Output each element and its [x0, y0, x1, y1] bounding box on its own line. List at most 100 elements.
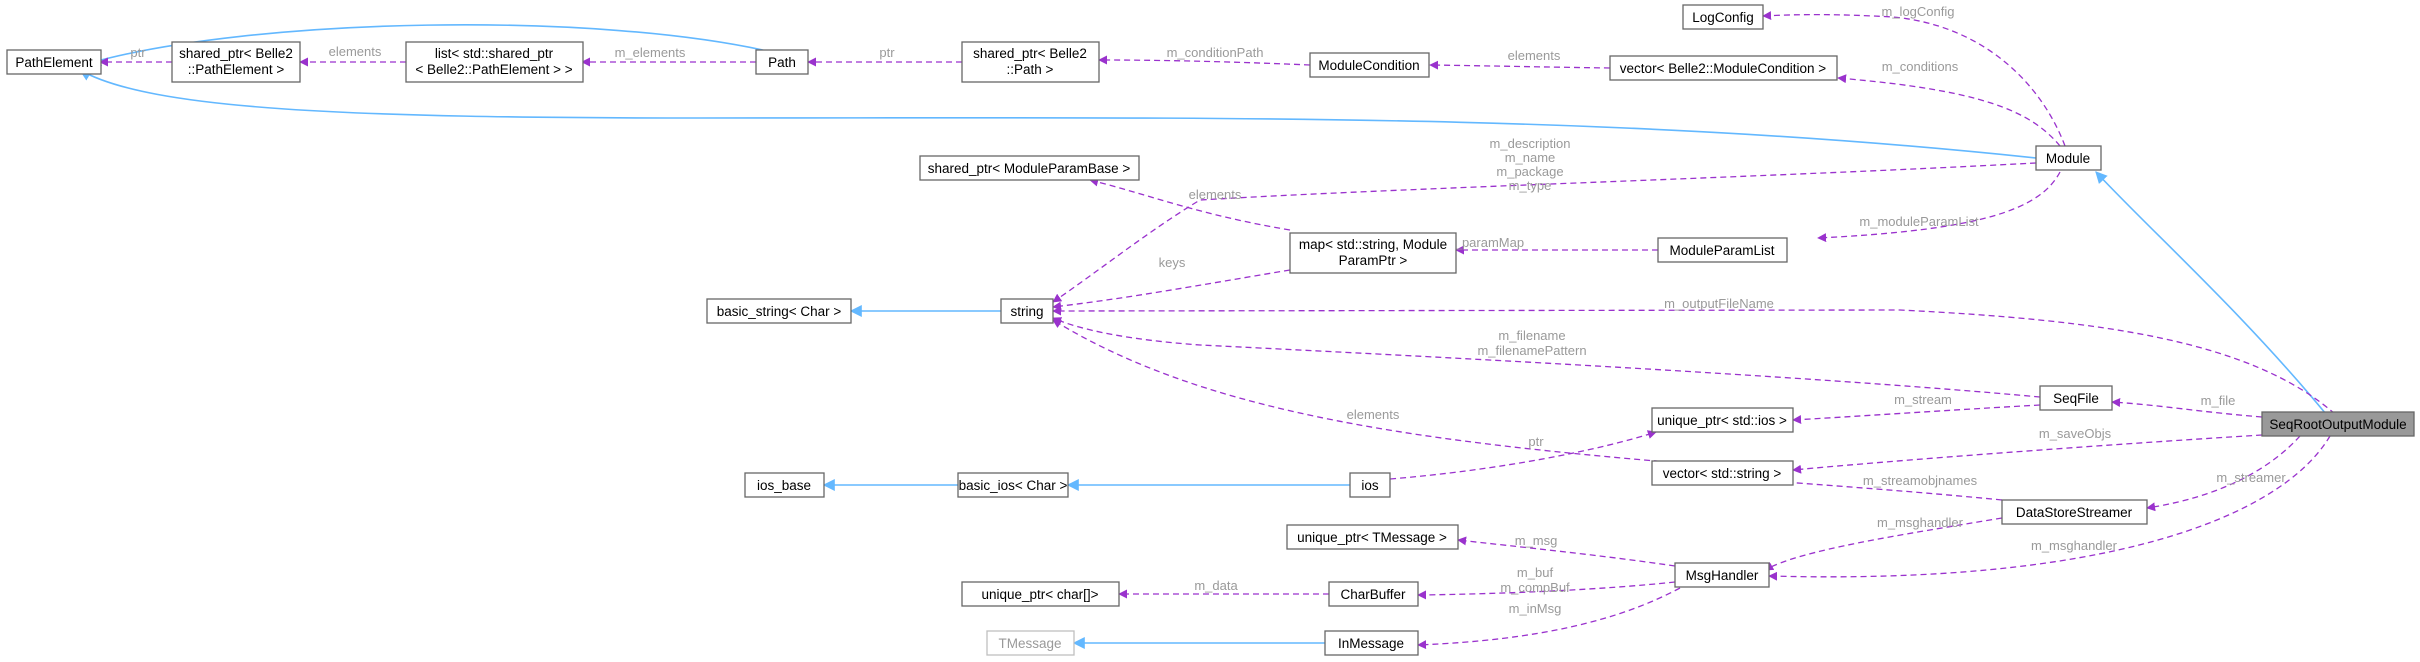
class-label: SeqRootOutputModule [2269, 417, 2406, 432]
edge-map-to-sp-moduleparambase [1089, 177, 1291, 231]
class-label: MsgHandler [1686, 568, 1759, 583]
label-m-outputfilename: m_outputFileName [1664, 296, 1774, 311]
class-node-inmessage[interactable]: InMessage [1324, 630, 1419, 656]
edge-ios-to-uptr-ios [1389, 430, 1657, 480]
label-m-streamobjnames: m_streamobjnames [1863, 473, 1978, 488]
class-label-line2: ::PathElement > [188, 62, 285, 77]
class-label-line1: shared_ptr< Belle2 [973, 46, 1087, 61]
class-node-tmessage[interactable]: TMessage [986, 630, 1075, 656]
class-node-moduleparamlist[interactable]: ModuleParamList [1657, 237, 1788, 263]
edge-module-to-string [1052, 162, 2037, 303]
class-node-list-shared-ptr[interactable]: list< std::shared_ptr < Belle2::PathElem… [405, 41, 584, 83]
edge-seqfile-to-string [1052, 317, 2041, 398]
edge-map-to-string [1052, 269, 1291, 311]
label-m-conditions: m_conditions [1882, 59, 1959, 74]
label-m-inmsg: m_inMsg [1509, 601, 1562, 616]
label-m-filenamepattern: m_filenamePattern [1477, 343, 1586, 358]
edge-vec-string-to-string [1052, 319, 1681, 464]
class-label: vector< Belle2::ModuleCondition > [1620, 61, 1826, 76]
label-m-stream: m_stream [1894, 392, 1952, 407]
edge-module-to-moduleparamlist [1817, 171, 2061, 243]
class-label: basic_string< Char > [717, 304, 842, 319]
class-label: Module [2046, 151, 2090, 166]
edge-msghandler-to-charbuffer [1417, 581, 1676, 600]
label-m-data: m_data [1194, 578, 1238, 593]
class-label: unique_ptr< char[]> [981, 587, 1098, 602]
label-m-elements: m_elements [615, 45, 686, 60]
class-label-line2: < Belle2::PathElement > > [415, 62, 572, 77]
label-m-description: m_description [1490, 136, 1571, 151]
label-m-filename: m_filename [1498, 328, 1565, 343]
class-node-string[interactable]: string [1000, 298, 1054, 324]
class-label-line1: map< std::string, Module [1299, 237, 1447, 252]
class-label: TMessage [998, 636, 1061, 651]
class-node-logconfig[interactable]: LogConfig [1682, 4, 1764, 30]
class-label: SeqFile [2053, 391, 2099, 406]
label-elements-vec: elements [1347, 407, 1400, 422]
class-label-line1: list< std::shared_ptr [435, 46, 554, 61]
class-node-module[interactable]: Module [2035, 145, 2102, 171]
label-ptr-ios: ptr [1528, 434, 1544, 449]
label-m-file: m_file [2201, 393, 2236, 408]
class-node-unique-ptr-ios[interactable]: unique_ptr< std::ios > [1651, 407, 1794, 433]
class-node-map-moduleparamptr[interactable]: map< std::string, Module ParamPtr > [1289, 232, 1457, 274]
class-node-unique-ptr-char[interactable]: unique_ptr< char[]> [961, 581, 1120, 607]
class-label: unique_ptr< TMessage > [1297, 530, 1447, 545]
class-label: basic_ios< Char > [959, 478, 1068, 493]
edge-seqroot-to-datastorestreamer [2146, 435, 2301, 512]
label-m-conditionpath: m_conditionPath [1167, 45, 1264, 60]
class-label: CharBuffer [1340, 587, 1406, 602]
class-node-vector-string[interactable]: vector< std::string > [1651, 460, 1794, 486]
class-label-line2: ParamPtr > [1339, 253, 1408, 268]
edge-module-to-vec-cond [1837, 74, 2061, 147]
label-elements-map: elements [1189, 187, 1242, 202]
class-label: ModuleCondition [1318, 58, 1419, 73]
edge-msghandler-to-inmessage [1417, 587, 1681, 650]
class-node-ios[interactable]: ios [1349, 472, 1391, 498]
class-node-msghandler[interactable]: MsgHandler [1674, 562, 1770, 588]
label-m-msghandler-dss: m_msghandler [1877, 515, 1964, 530]
class-node-datastorestreamer[interactable]: DataStoreStreamer [2001, 499, 2148, 525]
class-node-path[interactable]: Path [755, 49, 809, 75]
class-label: unique_ptr< std::ios > [1657, 413, 1787, 428]
label-m-moduleparamlist: m_moduleParamList [1859, 214, 1979, 229]
class-node-vector-modulecondition[interactable]: vector< Belle2::ModuleCondition > [1609, 55, 1838, 81]
class-node-basic-string[interactable]: basic_string< Char > [706, 298, 852, 324]
class-label: DataStoreStreamer [2016, 505, 2133, 520]
label-m-type: m_type [1509, 178, 1552, 193]
label-m-name: m_name [1505, 150, 1556, 165]
class-node-basic-ios[interactable]: basic_ios< Char > [957, 472, 1069, 498]
class-node-ios-base[interactable]: ios_base [744, 472, 825, 498]
class-node-shared-ptr-path[interactable]: shared_ptr< Belle2 ::Path > [961, 41, 1100, 83]
edge-seqfile-to-uptr-ios [1792, 404, 2041, 425]
edge-module-to-logconfig [1762, 11, 2066, 147]
class-node-modulecondition[interactable]: ModuleCondition [1309, 52, 1430, 78]
class-label: ModuleParamList [1669, 243, 1774, 258]
label-m-streamer: m_streamer [2216, 470, 2286, 485]
label-m-saveobjs: m_saveObjs [2039, 426, 2112, 441]
class-label: ios_base [757, 478, 811, 493]
label-m-msg: m_msg [1515, 533, 1558, 548]
edge-module-inherits-pathelement [78, 69, 2037, 159]
class-label: ios [1361, 478, 1379, 493]
class-label: shared_ptr< ModuleParamBase > [928, 161, 1131, 176]
class-node-pathelement[interactable]: PathElement [6, 49, 102, 75]
class-label: Path [768, 55, 796, 70]
label-keys: keys [1159, 255, 1186, 270]
class-node-unique-ptr-tmessage[interactable]: unique_ptr< TMessage > [1286, 524, 1459, 550]
label-m-logconfig: m_logConfig [1882, 4, 1955, 19]
label-elements-cond: elements [1508, 48, 1561, 63]
class-label-line1: shared_ptr< Belle2 [179, 46, 293, 61]
class-label: PathElement [15, 55, 93, 70]
class-node-seqfile[interactable]: SeqFile [2039, 385, 2113, 411]
edge-seqroot-to-msghandler [1768, 435, 2331, 581]
class-label: string [1010, 304, 1043, 319]
label-elements-sp: elements [329, 44, 382, 59]
class-node-seqrootoutputmodule[interactable]: SeqRootOutputModule [2261, 411, 2415, 437]
class-node-charbuffer[interactable]: CharBuffer [1328, 581, 1419, 607]
edge-path-inherits-pathelement [88, 24, 781, 66]
class-node-shared-ptr-pathelement[interactable]: shared_ptr< Belle2 ::PathElement > [171, 41, 301, 83]
class-node-shared-ptr-moduleparambase[interactable]: shared_ptr< ModuleParamBase > [919, 155, 1140, 181]
edge-modulecondition-to-sp-path [1098, 55, 1311, 66]
